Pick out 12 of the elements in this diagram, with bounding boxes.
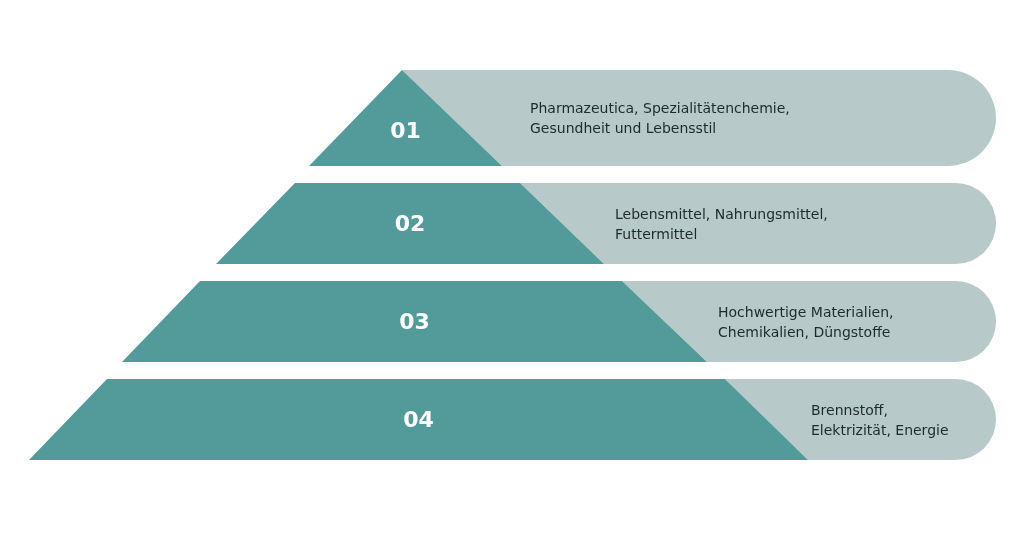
tier-number: 03 (399, 309, 430, 334)
tier-number: 04 (403, 407, 434, 432)
description-text: Lebensmittel, Nahrungsmittel, Futtermittel (615, 204, 829, 244)
tier-number: 01 (390, 117, 421, 143)
pyramid-tier (29, 379, 808, 460)
description-text: Hochwertige Materialien, Chemikalien, Düngstoffe (718, 302, 895, 342)
pyramid-tier (122, 281, 707, 362)
description-text: Pharmazeutica, Spezialitätenchemie, Gesundheit und Lebensstil (530, 99, 791, 138)
pyramid-tier (216, 183, 604, 264)
tier-number: 02 (394, 211, 426, 236)
pyramid-tip (309, 70, 502, 166)
description-text: Brennstoff, Elektrizität, Energie (811, 400, 950, 440)
